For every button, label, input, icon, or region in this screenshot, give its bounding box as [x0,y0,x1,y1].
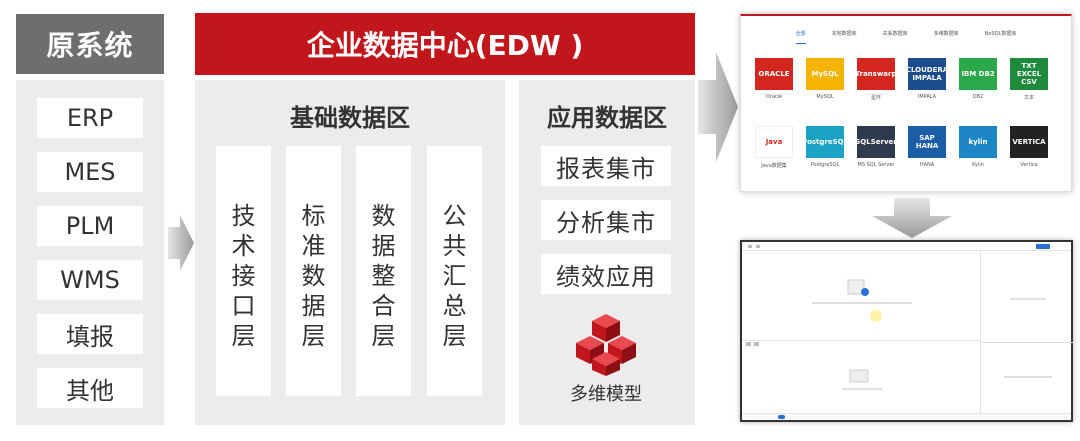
layer-char: 共 [442,232,467,260]
layer-char: 合 [371,292,396,320]
source-item-erp: ERP [37,98,143,138]
datasource-caption: Java数据集 [761,163,787,169]
status-bar [742,413,1071,420]
layer-char: 据 [301,292,326,320]
datasource-logo[interactable]: IBM DB2 [959,58,997,90]
layer-char: 层 [301,322,326,350]
toolbar-icon[interactable] [754,342,759,346]
placeholder-line [812,302,912,304]
arrow-down-icon [872,198,952,238]
datasource-logo[interactable]: kylin [959,126,997,158]
placeholder-line [842,388,882,390]
source-item-other: 其他 [37,368,143,408]
datasource-screenshot: 全部 本地数据库 关系数据库 多维数据库 NoSQL数据库 ORACLE Orac… [740,14,1072,192]
tab-multidim-db[interactable]: 多维数据库 [933,31,959,37]
source-item-wms: WMS [37,260,143,300]
layer-char: 术 [231,232,256,260]
datasource-tabs: 全部 本地数据库 关系数据库 多维数据库 NoSQL数据库 [741,30,1071,44]
datasource-caption: Kylin [972,162,984,168]
datasource-caption: HANA [919,162,935,168]
datasource-caption: Oracle [765,94,783,100]
datasource-caption: DB2 [972,94,984,100]
datasource-logo[interactable]: ORACLE [755,58,793,90]
source-systems-title: 原系统 [16,14,164,74]
datasource-caption: PostgreSQL [810,162,840,168]
layer-char: 数 [301,262,326,290]
layer-char: 标 [301,202,326,230]
layer-char: 准 [301,232,326,260]
pane-divider [742,340,980,341]
menu-icon[interactable] [748,245,752,248]
layer-char: 数 [371,202,396,230]
layer-char: 口 [231,292,256,320]
datasource-logo[interactable]: SAP HANA [908,126,946,158]
source-item-fill: 填报 [37,314,143,354]
pane-divider [980,251,981,413]
datasource-logo[interactable]: SQLServer [855,126,897,158]
layer-char: 层 [231,322,256,350]
edw-title: 企业数据中心(EDW ) [195,13,695,75]
base-zone-title: 基础数据区 [290,104,410,132]
layer-public-summary: 公 共 汇 总 层 [427,146,482,396]
layer-char: 技 [231,202,256,230]
layer-char: 层 [442,322,467,350]
layer-char: 总 [442,292,467,320]
datasource-logo[interactable]: MySQL [806,58,844,90]
datasource-logo[interactable]: VERTICA [1010,126,1048,158]
datasource-caption: 星环 [870,95,881,101]
datasource-caption: IMPALA [917,94,937,100]
datasource-caption: MS SQL Server [857,162,895,168]
tab-local-db[interactable]: 本地数据库 [831,31,857,37]
datasource-logo[interactable]: Java [755,126,793,158]
layer-char: 接 [231,262,256,290]
source-item-mes: MES [37,152,143,192]
layer-data-integration: 数 据 整 合 层 [356,146,411,396]
tab-nosql-db[interactable]: NoSQL数据库 [984,31,1017,37]
datasource-caption: MySQL [816,94,834,100]
app-zone-title: 应用数据区 [547,104,667,132]
layer-char: 层 [371,322,396,350]
arrow-right-icon [168,215,194,271]
datasource-logo[interactable]: CLOUDERA IMPALA [906,58,948,90]
toolbar-icon[interactable] [756,245,760,248]
tab-relational-db[interactable]: 关系数据库 [882,31,908,37]
layer-tech-interface: 技 术 接 口 层 [216,146,271,396]
layer-char: 汇 [442,262,467,290]
tab-all[interactable]: 全部 [795,30,806,44]
placeholder-line [1004,376,1052,378]
primary-button[interactable] [1036,244,1050,249]
layer-standard-data: 标 准 数 据 层 [286,146,341,396]
app-item-report-mart: 报表集市 [541,146,671,186]
datasource-logo[interactable]: Transwarp [856,58,897,90]
layer-char: 公 [442,202,467,230]
empty-data-icon [847,279,869,296]
toolbar-icon[interactable] [746,342,751,346]
layer-char: 整 [371,262,396,290]
app-item-performance-app: 绩效应用 [541,254,671,294]
empty-chart-icon [849,369,869,383]
workspace-screenshot [740,240,1073,422]
pane-divider [981,342,1073,343]
datasource-logo[interactable]: PostgreSQL [802,126,848,158]
status-badge [778,415,785,419]
datasource-caption: Vertica [1020,162,1038,168]
layer-char: 据 [371,232,396,260]
workspace-toolbar [742,242,1071,251]
cube-label: 多维模型 [570,384,642,405]
cube-icon [576,314,636,376]
highlight-dot [870,310,882,322]
datasource-caption: 文本 [1023,95,1034,101]
app-item-analysis-mart: 分析集市 [541,200,671,240]
arrow-right-icon [698,52,738,162]
datasource-logo[interactable]: TXT EXCEL CSV [1010,58,1048,90]
source-item-plm: PLM [37,206,143,246]
placeholder-line [1010,298,1046,300]
